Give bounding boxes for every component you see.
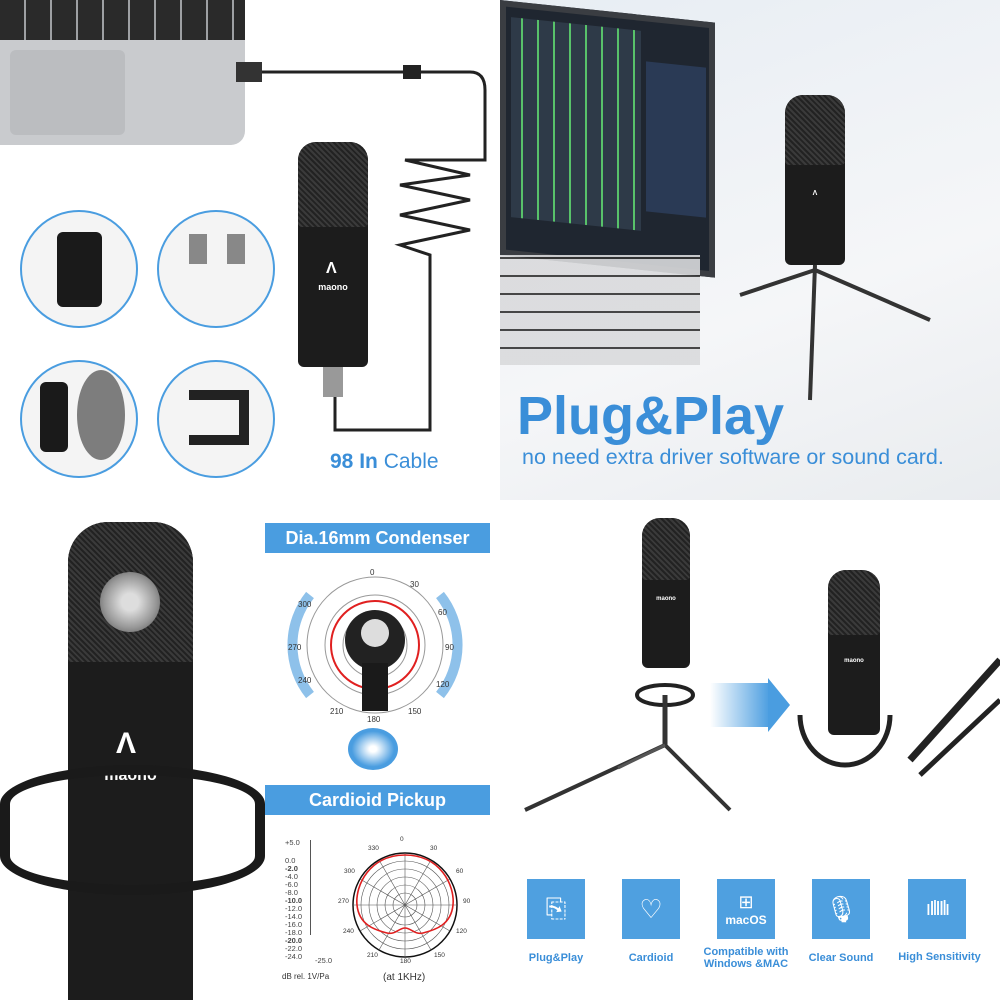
angle-label: 30 — [410, 580, 419, 589]
angle-label: 180 — [367, 715, 381, 724]
feature-clear-sound: 🎙 — [812, 879, 870, 939]
angle-label: 0 — [400, 836, 404, 843]
db-tick: -16.0 — [285, 920, 303, 929]
angle-label: 180 — [400, 958, 411, 965]
tripod-and-boom-arm — [524, 657, 1000, 812]
angle-label: 210 — [367, 952, 378, 959]
microphone-boom-image: maono — [828, 570, 880, 735]
detail-ferrite-core — [20, 210, 138, 328]
feature-label: Plug&Play — [528, 952, 584, 964]
db-tick: -2.0 — [285, 864, 298, 873]
microphone-shockmount-image: Λ maono — [68, 522, 193, 1000]
db-tick: -6.0 — [285, 880, 298, 889]
angle-label: 300 — [298, 600, 312, 609]
angle-label: 300 — [344, 868, 355, 875]
cable-length-label: 98 In Cable — [330, 450, 439, 474]
arrow-head-icon — [768, 678, 790, 732]
arrow-right-icon — [710, 683, 770, 727]
db-tick: -8.0 — [285, 888, 298, 897]
microphone-icon: 🎙 — [824, 893, 858, 924]
db-tick: -20.0 — [285, 936, 303, 945]
macos-label: macOS — [725, 912, 767, 927]
headline: Plug&Play — [517, 386, 785, 446]
cardioid-icon: ♡ — [639, 893, 663, 924]
cardioid-bubble-icon — [348, 728, 398, 770]
mic-logo: maono — [318, 282, 348, 292]
db-tick: -24.0 — [285, 952, 303, 961]
db-tick: -18.0 — [285, 928, 303, 937]
feature-label: High Sensitivity — [898, 951, 981, 963]
cardioid-polar-chart — [352, 852, 458, 958]
db-tick: -10.0 — [285, 896, 303, 905]
angle-label: 150 — [408, 707, 422, 716]
angle-label: 90 — [463, 898, 471, 905]
soundwave-icon: ıIlIIlı — [925, 897, 951, 920]
mic-logo-boom: maono — [844, 658, 864, 664]
db-unit: dB rel. 1V/Pa — [282, 972, 330, 981]
microphone-on-tripod-image: Λ — [785, 95, 845, 265]
feature-plug-play: ⎘ — [527, 879, 585, 939]
angle-label: 210 — [330, 707, 344, 716]
feature-compatible: ⊞macOS — [717, 879, 775, 939]
angle-label: 270 — [288, 643, 302, 652]
angle-label: 120 — [436, 680, 450, 689]
feature-label: Cardioid — [628, 952, 674, 964]
panel-cable: Λ maono 98 In Cable — [0, 0, 500, 500]
usb-icon: ⎘ — [545, 893, 567, 923]
shock-mount — [0, 765, 265, 895]
laptop-keyboard-image — [500, 255, 700, 365]
panel-setup: maono maono ⎘ ♡ ⊞macOS 🎙 ıIlIIlı Plug&Pl… — [500, 500, 1000, 1000]
angle-label: 30 — [430, 845, 438, 852]
feature-label: Compatible with Windows &MAC — [703, 946, 789, 970]
pickup-banner: Cardioid Pickup — [265, 785, 490, 815]
condenser-banner: Dia.16mm Condenser — [265, 523, 490, 553]
detail-pop-filter — [20, 360, 138, 478]
microphone-tripod-image: maono — [642, 518, 690, 668]
db-tick: -22.0 — [285, 944, 303, 953]
capsule-icon — [100, 572, 160, 632]
capsule-polar-diagram — [287, 576, 463, 714]
usb-cable — [236, 62, 487, 432]
db-min: -25.0 — [315, 956, 333, 965]
cable-word: Cable — [383, 450, 439, 473]
angle-label: 90 — [445, 643, 454, 652]
angle-label: 120 — [456, 928, 467, 935]
angle-label: 0 — [370, 568, 375, 577]
cable-length: 98 In — [330, 450, 378, 473]
angle-label: 60 — [456, 868, 464, 875]
feature-label: Clear Sound — [808, 952, 874, 964]
angle-label: 330 — [368, 845, 379, 852]
db-tick: -4.0 — [285, 872, 298, 881]
mic-logo: maono — [656, 596, 676, 602]
db-tick: 0.0 — [285, 856, 296, 865]
angle-label: 60 — [438, 608, 447, 617]
laptop-image — [0, 0, 245, 145]
feature-cardioid: ♡ — [622, 879, 680, 939]
panel-plug-play: Λ Plug&Play no need extra driver softwar… — [500, 0, 1000, 500]
detail-usb-connectors — [157, 210, 275, 328]
db-tick: +5.0 — [285, 838, 300, 847]
mic-logo-small: Λ — [812, 190, 818, 197]
microphone-image: Λ maono — [298, 142, 368, 397]
polar-note: (at 1KHz) — [383, 972, 426, 983]
feature-high-sensitivity: ıIlIIlı — [908, 879, 966, 939]
angle-label: 270 — [338, 898, 349, 905]
windows-logo-icon: ⊞ — [738, 891, 754, 912]
tripod-stand — [739, 264, 931, 401]
maono-logo-icon: Λ — [326, 260, 337, 277]
detail-desk-clamp — [157, 360, 275, 478]
subline: no need extra driver software or sound c… — [522, 445, 944, 469]
angle-label: 240 — [298, 676, 312, 685]
angle-label: 150 — [434, 952, 445, 959]
angle-label: 240 — [343, 928, 354, 935]
maono-logo-icon: Λ — [116, 727, 137, 760]
panel-condenser: Λ maono Dia.16mm Condenser 0 60 90 120 1… — [0, 500, 500, 1000]
db-tick: -12.0 — [285, 904, 303, 913]
db-tick: -14.0 — [285, 912, 303, 921]
